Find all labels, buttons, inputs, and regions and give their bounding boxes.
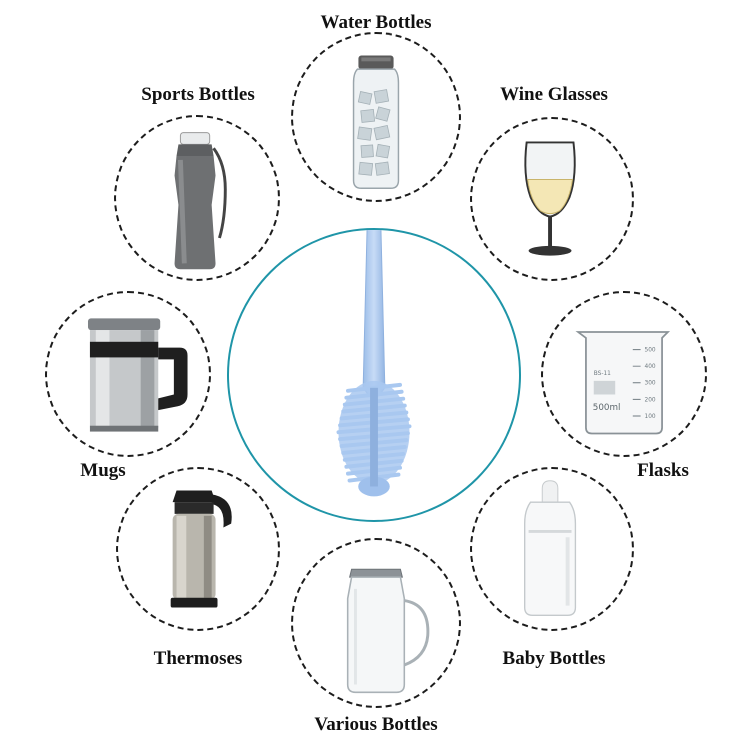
svg-text:200: 200 xyxy=(644,397,655,403)
label-flasks: Flasks xyxy=(637,460,689,481)
thermos-icon xyxy=(170,490,232,608)
bottle-brush-icon xyxy=(336,230,412,497)
label-baby-bottles: Baby Bottles xyxy=(502,648,606,669)
wine-glass-icon xyxy=(524,141,576,256)
label-wine-glasses: Wine Glasses xyxy=(500,84,608,105)
flasks-circle: 500 400 300 200 100 BS-11 500ml xyxy=(541,291,707,457)
travel-mug-icon xyxy=(87,318,188,432)
label-various-bottles: Various Bottles xyxy=(314,714,438,735)
sports-bottle-icon xyxy=(174,132,227,270)
mugs-circle xyxy=(45,291,211,457)
label-mugs: Mugs xyxy=(80,460,126,481)
svg-text:BS-11: BS-11 xyxy=(594,371,611,377)
various-bottles-circle xyxy=(291,538,461,708)
svg-text:400: 400 xyxy=(644,364,655,370)
wine-glasses-circle xyxy=(470,117,634,281)
label-thermoses: Thermoses xyxy=(153,648,243,669)
water-bottle-icon xyxy=(352,55,400,190)
glass-pitcher-icon xyxy=(346,568,430,694)
beaker-flask-icon: 500 400 300 200 100 BS-11 500ml xyxy=(575,331,671,435)
center-circle xyxy=(227,228,521,522)
svg-text:100: 100 xyxy=(644,414,655,420)
label-sports-bottles: Sports Bottles xyxy=(141,84,255,105)
sports-bottles-circle xyxy=(114,115,280,281)
svg-text:500: 500 xyxy=(644,348,655,354)
baby-bottles-circle xyxy=(470,467,634,631)
svg-text:300: 300 xyxy=(644,381,655,387)
svg-text:500ml: 500ml xyxy=(593,403,621,413)
thermoses-circle xyxy=(116,467,280,631)
label-water-bottles: Water Bottles xyxy=(320,12,432,33)
baby-bottle-icon xyxy=(524,480,577,617)
water-bottles-circle xyxy=(291,32,461,202)
